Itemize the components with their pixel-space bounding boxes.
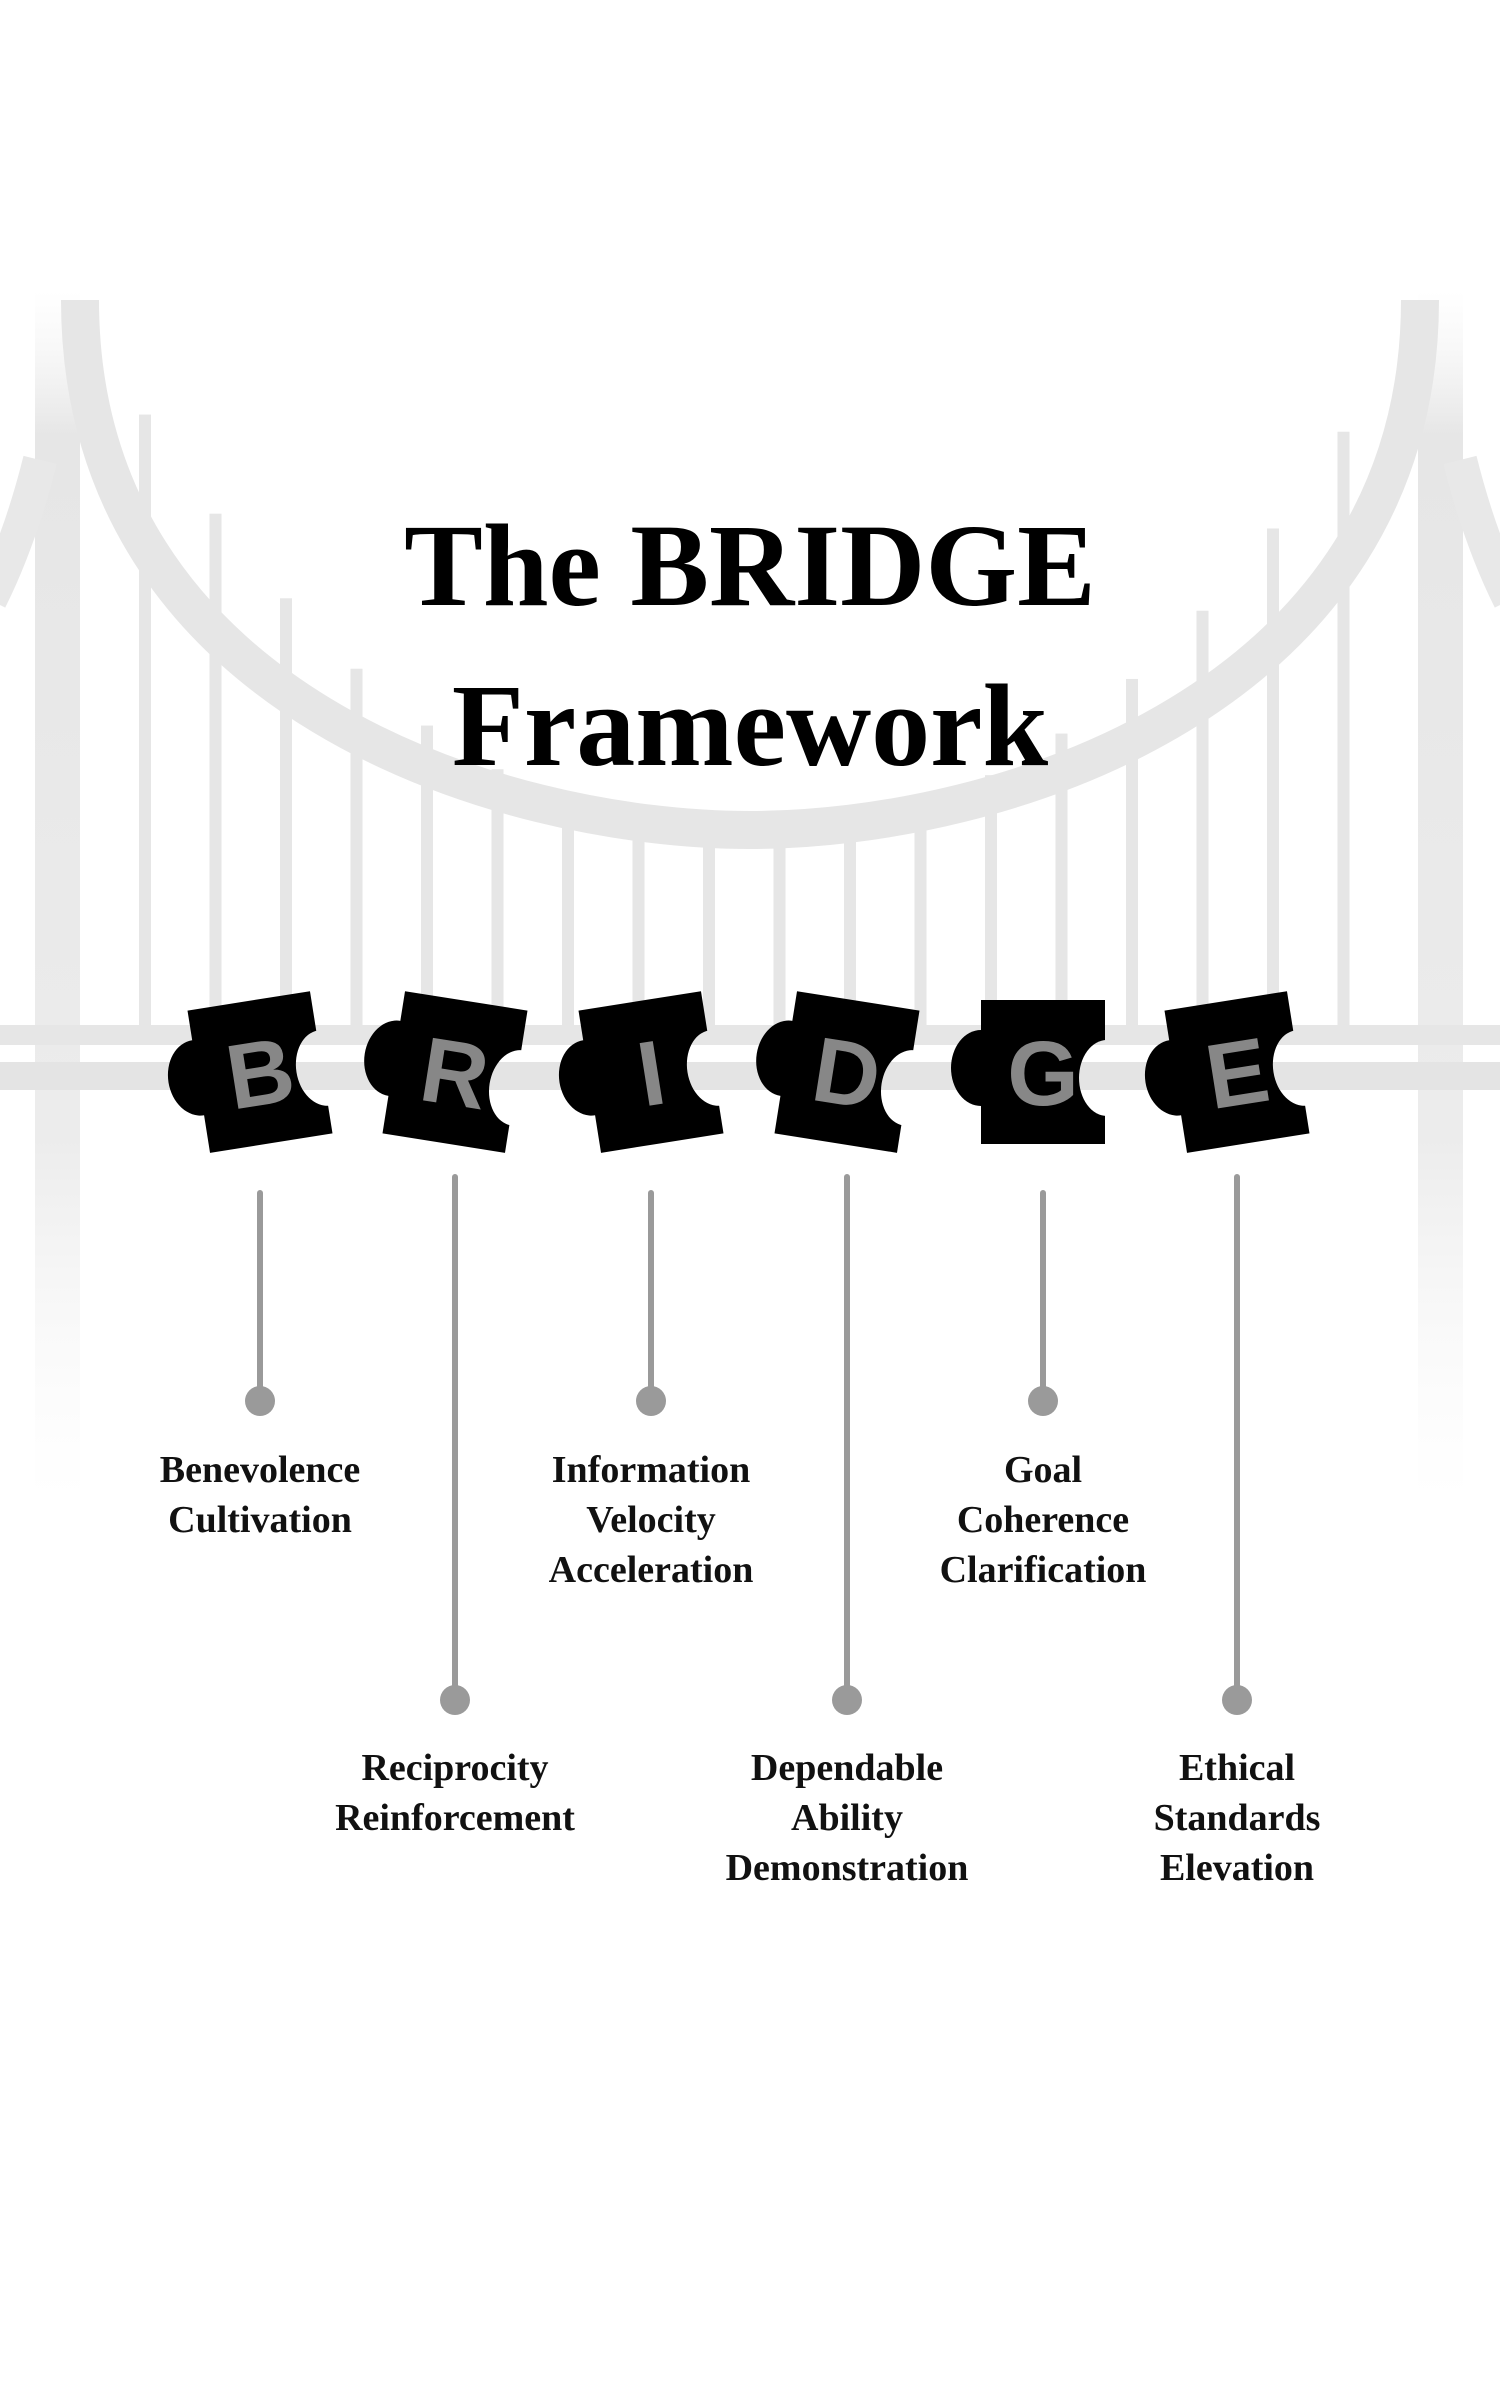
label-d-line: Dependable bbox=[751, 1747, 943, 1789]
label-e-line: Standards bbox=[1154, 1797, 1321, 1839]
main-cable bbox=[61, 299, 1439, 850]
connector-dot bbox=[636, 1386, 666, 1416]
label-r-line: Reinforcement bbox=[335, 1797, 575, 1839]
piece-letter: B bbox=[220, 1018, 302, 1129]
bridge-hanger bbox=[1267, 528, 1279, 1030]
label-b-line: Cultivation bbox=[168, 1499, 352, 1541]
label-e-line: Elevation bbox=[1160, 1847, 1314, 1889]
label-g-line: Clarification bbox=[940, 1549, 1147, 1591]
connector-dot bbox=[832, 1685, 862, 1715]
outer-cable-left bbox=[0, 455, 57, 608]
bridge-hanger bbox=[491, 769, 504, 1030]
connector-dot bbox=[1222, 1685, 1252, 1715]
outer-cable-right bbox=[1443, 455, 1500, 608]
label-d-line: Demonstration bbox=[726, 1847, 969, 1889]
piece-letter: G bbox=[1007, 1023, 1079, 1125]
connector-dot bbox=[245, 1386, 275, 1416]
puzzle-piece-shape bbox=[712, 954, 982, 1190]
label-r-line: Reciprocity bbox=[361, 1747, 548, 1789]
bridge-hanger bbox=[209, 513, 222, 1030]
label-i-line: Acceleration bbox=[549, 1549, 754, 1591]
bridge-hanger bbox=[562, 800, 574, 1030]
puzzle-piece-e: E bbox=[1102, 954, 1372, 1190]
bridge-hanger bbox=[350, 668, 363, 1030]
label-b-line: Benevolence bbox=[160, 1449, 361, 1491]
puzzle-piece-shape bbox=[1102, 954, 1372, 1190]
bridge-background bbox=[0, 290, 1500, 1500]
bridge-hanger bbox=[280, 598, 292, 1030]
label-g-line: Coherence bbox=[957, 1499, 1129, 1541]
piece-letter: D bbox=[806, 1018, 888, 1129]
bridge-hanger bbox=[1055, 733, 1068, 1030]
title-line-2: Framework bbox=[452, 660, 1049, 791]
bridge-hanger bbox=[421, 725, 433, 1030]
label-e-line: Ethical bbox=[1179, 1747, 1295, 1789]
label-i-line: Information bbox=[552, 1449, 750, 1491]
label-d-line: Ability bbox=[791, 1797, 903, 1839]
bridge-hanger bbox=[1196, 610, 1209, 1030]
bridge-hanger bbox=[985, 775, 997, 1030]
title-line-1: The BRIDGE bbox=[404, 500, 1096, 631]
connector-dot bbox=[440, 1685, 470, 1715]
piece-letter: R bbox=[414, 1018, 496, 1129]
label-g-line: Goal bbox=[1004, 1449, 1082, 1491]
puzzle-piece-d: D bbox=[712, 954, 982, 1190]
bridge-hanger bbox=[1126, 678, 1138, 1030]
connector-dot bbox=[1028, 1386, 1058, 1416]
label-i-line: Velocity bbox=[586, 1499, 715, 1541]
